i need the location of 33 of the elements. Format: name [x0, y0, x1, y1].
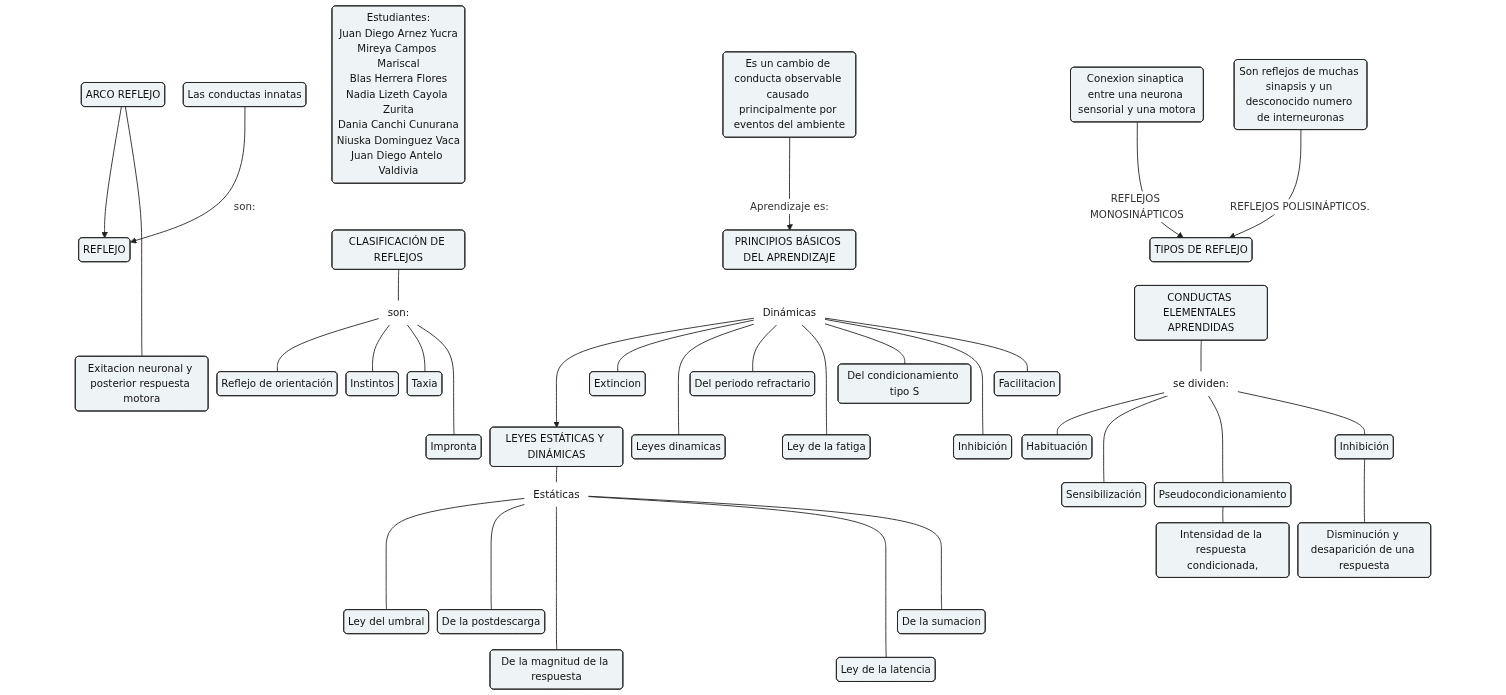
connector — [1200, 340, 1202, 373]
node-text: Estáticas — [533, 488, 580, 501]
node-text: son: — [387, 306, 410, 319]
connector — [276, 318, 380, 373]
connector — [372, 324, 390, 373]
connector — [1222, 506, 1224, 524]
connector — [1207, 395, 1224, 484]
connector — [124, 106, 143, 358]
connector — [824, 323, 906, 365]
connector — [397, 269, 400, 302]
node-text: Dinámicas — [762, 306, 817, 319]
connector — [1237, 391, 1366, 436]
edge-label: son: — [233, 200, 256, 213]
connector — [385, 497, 526, 611]
connector — [677, 323, 755, 436]
connector — [416, 324, 455, 436]
edge-label: REFLEJOS MONOSINÁPTICOS — [1090, 192, 1184, 220]
connector — [824, 317, 1028, 373]
connector — [406, 324, 426, 373]
edge-label: Aprendizaje es: — [750, 200, 829, 213]
connector — [587, 495, 943, 611]
connector — [1056, 392, 1165, 436]
node-text: se dividen: — [1173, 377, 1229, 390]
connector — [801, 324, 828, 436]
connector — [824, 318, 984, 436]
connector — [556, 506, 558, 651]
connector — [490, 503, 526, 611]
connector — [556, 466, 558, 483]
connector — [1363, 458, 1366, 524]
connector — [752, 324, 778, 373]
edge-label: REFLEJOS POLISINÁPTICOS. — [1230, 200, 1370, 213]
connector — [617, 319, 755, 373]
connector — [1103, 395, 1169, 484]
